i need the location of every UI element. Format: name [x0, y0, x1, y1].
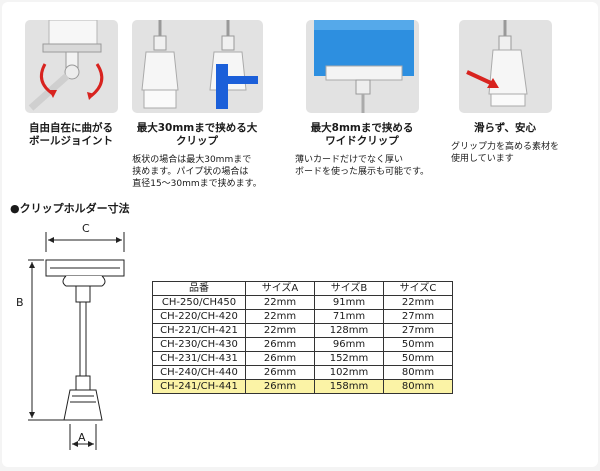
large-clip-photo — [132, 20, 263, 113]
dimension-c-label: C — [82, 222, 90, 235]
feature-title: 最大30mmまで挟める大クリップ — [136, 122, 258, 147]
cell-size-b: 152mm — [314, 351, 384, 366]
cell-model: CH-250/CH450 — [152, 295, 246, 310]
table-row: CH-230/CH-430 26mm 96mm 50mm — [152, 337, 453, 352]
cell-size-c: 80mm — [383, 365, 453, 380]
feature-non-slip: 滑らず、安心 グリップ力を高める素材を 使用しています — [440, 20, 570, 165]
cell-model: CH-230/CH-430 — [152, 337, 246, 352]
table-row: CH-250/CH450 22mm 91mm 22mm — [152, 295, 453, 310]
cell-size-c: 27mm — [383, 323, 453, 338]
table-row-highlighted: CH-241/CH-441 26mm 158mm 80mm — [152, 379, 453, 394]
cell-size-b: 96mm — [314, 337, 384, 352]
feature-title: 最大8mmまで挟める ワイドクリップ — [310, 122, 414, 147]
cell-size-b: 158mm — [314, 379, 384, 394]
cell-size-b: 91mm — [314, 295, 384, 310]
table-row: CH-240/CH-440 26mm 102mm 80mm — [152, 365, 453, 380]
cell-size-a: 22mm — [245, 323, 315, 338]
cell-size-a: 22mm — [245, 295, 315, 310]
cell-size-a: 26mm — [245, 365, 315, 380]
header-size-c: サイズC — [383, 281, 453, 296]
wide-clip-illustration — [313, 20, 414, 113]
cell-size-a: 26mm — [245, 351, 315, 366]
wide-clip-photo — [305, 20, 419, 113]
table-row: CH-221/CH-421 22mm 128mm 27mm — [152, 323, 453, 338]
feature-description: 薄いカードだけでなく厚い ボードを使った展示も可能です。 — [294, 155, 430, 177]
cell-size-b: 128mm — [314, 323, 384, 338]
cell-model: CH-240/CH-440 — [152, 365, 246, 380]
non-slip-photo — [458, 20, 552, 113]
size-table: 品番 サイズA サイズB サイズC CH-250/CH450 22mm 91mm… — [152, 281, 453, 394]
feature-description: 板状の場合は最大30mmまで 挟めます。パイプ状の場合は 直径15～30mmまで… — [132, 155, 262, 189]
feature-wide-clip: 最大8mmまで挟める ワイドクリップ 薄いカードだけでなく厚い ボードを使った展… — [292, 20, 432, 178]
cell-size-a: 26mm — [245, 379, 315, 394]
cell-size-c: 80mm — [383, 379, 453, 394]
feature-description: グリップ力を高める素材を 使用しています — [450, 142, 559, 164]
ball-joint-illustration — [28, 20, 103, 111]
header-model: 品番 — [152, 281, 246, 296]
dimension-b-label: B — [16, 296, 24, 309]
cell-size-c: 27mm — [383, 309, 453, 324]
cell-size-c: 22mm — [383, 295, 453, 310]
ball-joint-photo — [24, 20, 118, 113]
table-header-row: 品番 サイズA サイズB サイズC — [152, 281, 453, 296]
clip-holder-diagram — [28, 232, 125, 450]
feature-title: 滑らず、安心 — [473, 122, 537, 134]
feature-ball-joint: 自由自在に曲がる ボールジョイント — [16, 20, 126, 148]
dimension-diagram: C B A — [14, 222, 134, 460]
feature-title: 自由自在に曲がる ボールジョイント — [29, 122, 113, 147]
cell-size-c: 50mm — [383, 337, 453, 352]
dimension-a-label: A — [78, 431, 86, 444]
cell-model: CH-241/CH-441 — [152, 379, 246, 394]
table-row: CH-220/CH-420 22mm 71mm 27mm — [152, 309, 453, 324]
cell-size-b: 71mm — [314, 309, 384, 324]
non-slip-illustration — [465, 20, 528, 107]
cell-model: CH-221/CH-421 — [152, 323, 246, 338]
cell-size-a: 22mm — [245, 309, 315, 324]
header-size-a: サイズA — [245, 281, 315, 296]
header-size-b: サイズB — [314, 281, 384, 296]
table-row: CH-231/CH-431 26mm 152mm 50mm — [152, 351, 453, 366]
section-title: ●クリップホルダー寸法 — [10, 202, 130, 215]
cell-size-a: 26mm — [245, 337, 315, 352]
feature-large-clip: 最大30mmまで挟める大クリップ 板状の場合は最大30mmまで 挟めます。パイプ… — [132, 20, 263, 190]
cell-model: CH-231/CH-431 — [152, 351, 246, 366]
large-clip-illustration — [141, 20, 258, 109]
cell-model: CH-220/CH-420 — [152, 309, 246, 324]
cell-size-b: 102mm — [314, 365, 384, 380]
cell-size-c: 50mm — [383, 351, 453, 366]
